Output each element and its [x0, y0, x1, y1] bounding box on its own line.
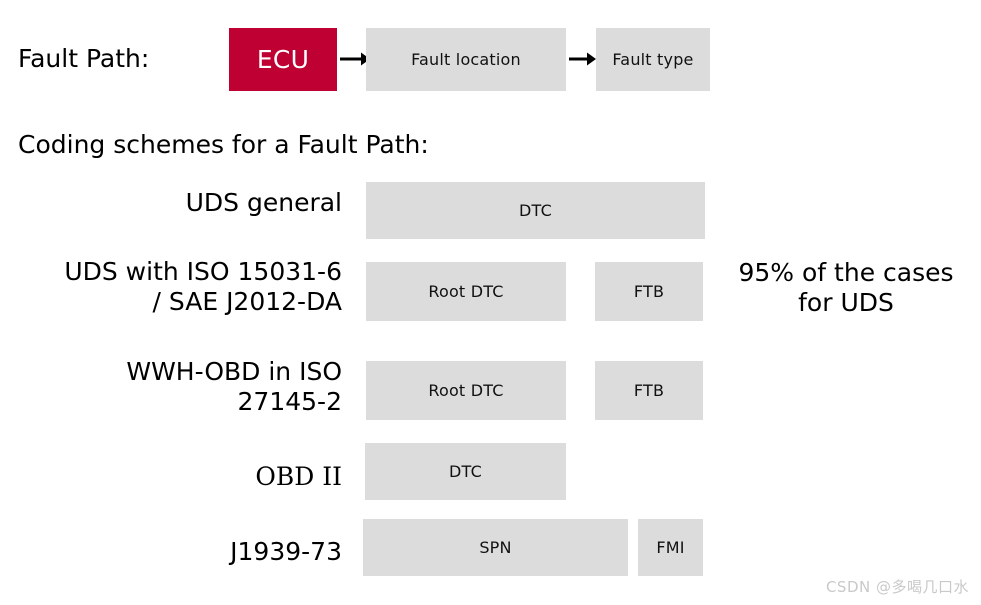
section-heading: Coding schemes for a Fault Path: [18, 130, 429, 159]
scheme-segment-root-dtc: Root DTC [366, 361, 566, 420]
fault-path-label: Fault Path: [18, 44, 150, 73]
scheme-segment-ftb: FTB [595, 262, 703, 321]
scheme-segment-root-dtc: Root DTC [366, 262, 566, 321]
arrow-right-icon [340, 50, 370, 68]
arrow-right-icon [569, 50, 596, 68]
scheme-label-obd-ii: OBD II [255, 462, 342, 491]
scheme-label-wwh-obd-iso-27145-2: WWH-OBD in ISO 27145-2 [126, 357, 342, 416]
scheme-label-uds-general: UDS general [185, 188, 342, 217]
scheme-segment-dtc: DTC [365, 443, 566, 500]
scheme-segment-fmi: FMI [638, 519, 703, 576]
scheme-segment-spn: SPN [363, 519, 628, 576]
fault-path-node-fault-type: Fault type [596, 28, 710, 91]
watermark: CSDN @多喝几口水 [825, 578, 969, 596]
fault-path-node-ecu: ECU [229, 28, 337, 91]
scheme-label-j1939-73: J1939-73 [230, 537, 342, 566]
scheme-segment-ftb: FTB [595, 361, 703, 420]
fault-path-node-fault-location: Fault location [366, 28, 566, 91]
scheme-segment-dtc: DTC [366, 182, 705, 239]
scheme-label-uds-iso-15031-6: UDS with ISO 15031-6 / SAE J2012-DA [64, 257, 342, 316]
side-note-uds-coverage: 95% of the cases for UDS [738, 258, 954, 317]
